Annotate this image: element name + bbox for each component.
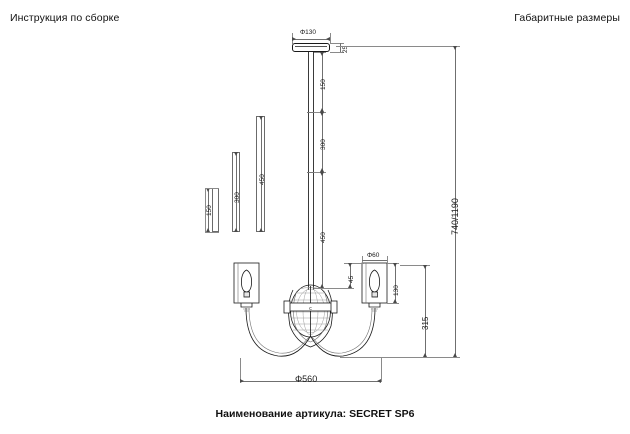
article-caption: Наименование артикула: SECRET SP6 bbox=[215, 408, 415, 420]
part150-arrow-bottom bbox=[206, 228, 210, 232]
socket-offset-ext-top bbox=[344, 263, 364, 264]
socket-offset-arrow-bottom bbox=[348, 284, 352, 288]
canopy-dim-arrow-left bbox=[292, 37, 296, 41]
part300-arrow-top bbox=[234, 152, 238, 156]
shade-height-arrow-bottom bbox=[393, 299, 397, 303]
part150-arrow-top bbox=[206, 188, 210, 192]
curved-arm-right bbox=[310, 307, 376, 357]
shade-width-ext-right bbox=[387, 256, 388, 264]
curved-arm-left bbox=[245, 307, 311, 357]
rod-dim-arrow-150-bottom bbox=[320, 108, 324, 112]
rod-dim-line-300 bbox=[322, 112, 323, 172]
part150-ext-top bbox=[205, 188, 219, 189]
rod-dim-arrow-150-top bbox=[320, 52, 324, 56]
socket-offset-arrow-top bbox=[348, 263, 352, 267]
rod-joint-2 bbox=[307, 172, 314, 173]
body-crossbar-cap-right bbox=[330, 300, 338, 314]
total-height-dim-line bbox=[455, 46, 456, 357]
rod-dim-line-150 bbox=[322, 52, 323, 112]
rod-dim-arrow-300-top bbox=[320, 112, 324, 116]
body-height-arrow-bottom bbox=[423, 353, 427, 357]
canopy-inner-line bbox=[295, 46, 327, 47]
rod-line-right bbox=[313, 52, 314, 290]
overall-dia-ext-right bbox=[381, 358, 382, 382]
shade-width-label: Φ60 bbox=[367, 252, 380, 259]
shade-height-dim-line bbox=[395, 263, 396, 303]
rod-joint-1 bbox=[307, 112, 314, 113]
canopy-diameter-label: Φ130 bbox=[300, 29, 317, 36]
canopy-dim-ext-right bbox=[330, 33, 331, 44]
body-height-arrow-top bbox=[423, 265, 427, 269]
total-height-arrow-top bbox=[453, 46, 457, 50]
shade-width-dim-line bbox=[362, 260, 387, 261]
overall-dia-arrow-left bbox=[240, 379, 244, 383]
body-height-label: 315 bbox=[421, 316, 430, 330]
candle-bulb-left bbox=[241, 269, 252, 298]
shade-height-arrow-top bbox=[393, 263, 397, 267]
page-title-left: Инструкция по сборке bbox=[10, 12, 120, 24]
socket-offset-label: 45 bbox=[348, 275, 355, 283]
socket-offset-dim-line bbox=[350, 263, 351, 288]
rod-dim-arrow-450-top bbox=[320, 172, 324, 176]
canopy-height-ext-bottom bbox=[330, 52, 344, 53]
rod-dim-line-450 bbox=[322, 172, 323, 288]
part150-ext-bottom bbox=[205, 232, 219, 233]
part150-ext bbox=[205, 188, 206, 232]
body-cage-inner bbox=[293, 290, 328, 343]
part450-dim-line bbox=[261, 116, 262, 232]
overall-dia-dim-line bbox=[240, 381, 381, 382]
shade-height-label: 130 bbox=[393, 285, 400, 296]
body-crossbar-cap-left bbox=[283, 300, 291, 314]
total-height-ext-top bbox=[336, 46, 460, 47]
curved-arm-right-inner bbox=[311, 307, 373, 354]
part450-arrow-bottom bbox=[259, 228, 263, 232]
total-height-ext-bottom bbox=[340, 357, 460, 358]
rod-dim-arrow-300-bottom bbox=[320, 168, 324, 172]
curved-arm-left-inner bbox=[248, 307, 310, 354]
body-height-dim-line bbox=[425, 265, 426, 357]
part300-dim-line bbox=[236, 152, 237, 232]
total-height-label: 740/1190 bbox=[450, 198, 460, 235]
body-crossbar-mark: c bbox=[309, 306, 312, 312]
body-cage-outer bbox=[288, 289, 333, 348]
overall-diameter-label: Φ560 bbox=[295, 374, 318, 384]
shade-height-ext-bottom bbox=[387, 303, 399, 304]
rod-line-left bbox=[308, 52, 309, 290]
rod-dim-arrow-450-bottom bbox=[320, 284, 324, 288]
overall-dia-ext-left bbox=[240, 358, 241, 382]
part300-arrow-bottom bbox=[234, 228, 238, 232]
canopy-height-ext-top bbox=[330, 43, 344, 44]
part450-arrow-top bbox=[259, 116, 263, 120]
overall-dia-arrow-right bbox=[377, 379, 381, 383]
canopy-height-dim-line bbox=[340, 43, 341, 52]
part150-dim-line bbox=[208, 188, 209, 232]
canopy-dim-arrow-right bbox=[326, 37, 330, 41]
total-height-arrow-bottom bbox=[453, 353, 457, 357]
body-height-ext-top bbox=[400, 265, 430, 266]
socket-offset-ext-bottom bbox=[314, 288, 354, 289]
ceiling-canopy bbox=[292, 43, 330, 52]
candle-bulb-right bbox=[369, 269, 380, 298]
page-title-right: Габаритные размеры bbox=[514, 12, 620, 24]
canopy-dim-line bbox=[292, 39, 330, 40]
